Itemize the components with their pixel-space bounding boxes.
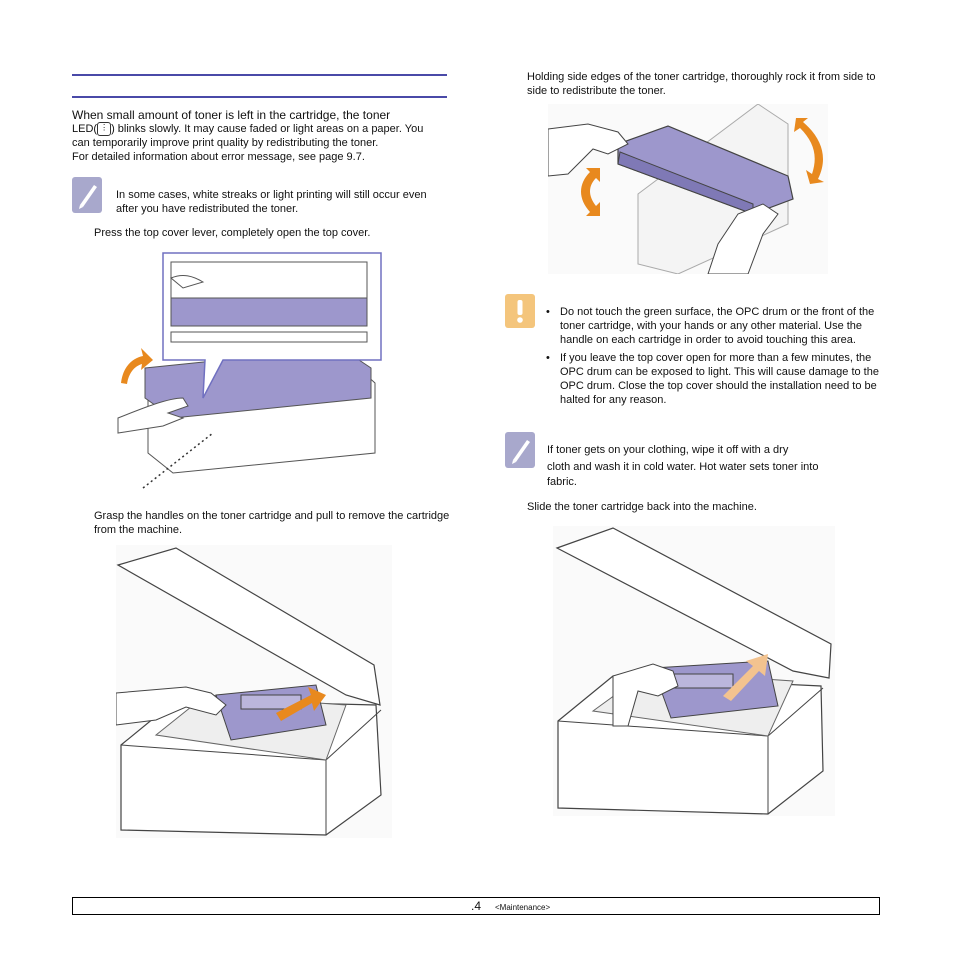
figure-remove-cartridge — [115, 545, 392, 838]
caution-item: If you leave the top cover open for more… — [546, 351, 882, 407]
section-label: <Maintenance> — [495, 903, 551, 912]
detail-text: For detailed information about error mes… — [72, 151, 365, 163]
step-4-text: Slide the toner cartridge back into the … — [527, 501, 757, 513]
note-icon — [505, 432, 535, 468]
led-line: LED(⋮) blinks slowly. It may cause faded… — [72, 122, 462, 137]
step-1-text: Press the top cover lever, completely op… — [94, 227, 371, 239]
header-rule-bottom — [72, 96, 447, 98]
footer-bar: .4 <Maintenance> — [72, 897, 880, 915]
caution-item: Do not touch the green surface, the OPC … — [546, 305, 882, 347]
page-number: .4 — [471, 899, 482, 913]
note-text: In some cases, white streaks or light pr… — [116, 189, 427, 215]
intro-continued: can temporarily improve print quality by… — [72, 137, 379, 149]
note-2-line-2: cloth and wash it in cold water. Hot wat… — [547, 461, 819, 473]
led-icon: ⋮ — [97, 122, 112, 137]
caution-icon — [505, 294, 535, 328]
figure-open-top-cover — [113, 248, 383, 493]
caution-list: Do not touch the green surface, the OPC … — [546, 305, 882, 407]
header-rule-top — [72, 74, 447, 76]
figure-rock-cartridge — [547, 103, 828, 275]
step-2-text: Grasp the handles on the toner cartridge… — [94, 510, 450, 536]
intro-text: When small amount of toner is left in th… — [72, 108, 391, 122]
led-line-prefix: LED( — [72, 123, 98, 135]
led-line-suffix: ) blinks slowly. It may cause faded or l… — [111, 123, 424, 135]
note-2-line-1: If toner gets on your clothing, wipe it … — [547, 444, 789, 456]
step-3-text: Holding side edges of the toner cartridg… — [527, 71, 876, 97]
note-2-line-3: fabric. — [547, 476, 577, 488]
figure-insert-cartridge — [553, 526, 835, 816]
note-icon — [72, 177, 102, 213]
